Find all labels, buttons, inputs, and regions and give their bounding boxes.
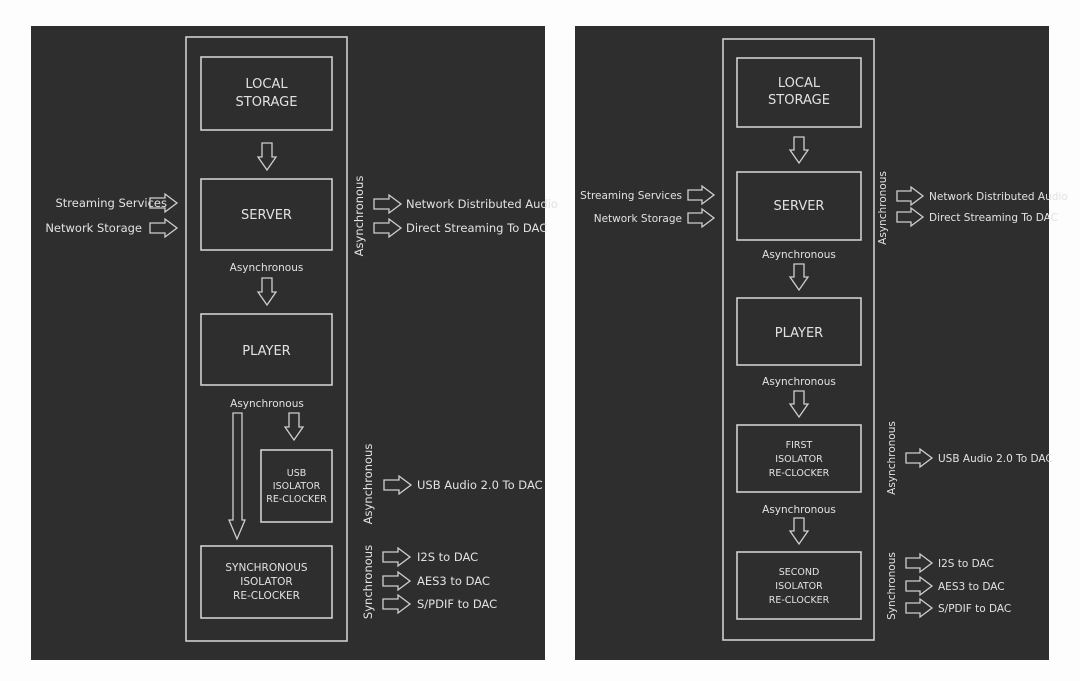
server-block [736, 171, 862, 241]
flow-label-player-first: Asynchronous [762, 376, 836, 388]
flow-label-server-player: Asynchronous [230, 262, 304, 274]
left-diagram-panel: LOCAL STORAGE SERVER Streaming Services … [31, 26, 558, 660]
local-storage-label-1: LOCAL [778, 76, 821, 91]
left-diagram: LOCAL STORAGE SERVER Streaming Services … [45, 36, 558, 642]
down-arrow-icon [256, 277, 278, 307]
input-network-storage: Network Storage [594, 213, 682, 225]
local-storage-block [736, 57, 862, 128]
system-container [185, 36, 348, 642]
player-label: PLAYER [775, 326, 823, 341]
sync-isolator-label-3: RE-CLOCKER [233, 590, 300, 602]
down-arrow-icon [256, 142, 278, 172]
right-arrow-icon [905, 552, 934, 574]
sync-isolator-label-2: ISOLATOR [240, 576, 292, 588]
right-arrow-icon [373, 217, 403, 239]
first-isolator-label-1: FIRST [786, 440, 813, 451]
down-arrow-icon [788, 517, 810, 546]
output-i2s: I2S to DAC [417, 550, 478, 564]
first-isolator-label-3: RE-CLOCKER [769, 468, 830, 479]
right-arrow-icon [905, 447, 934, 469]
player-block [200, 313, 333, 386]
down-arrow-icon [788, 263, 810, 292]
right-arrow-icon [373, 193, 403, 215]
second-isolator-label-1: SECOND [779, 567, 820, 578]
right-arrow-icon [896, 185, 925, 207]
flow-label-first-second: Asynchronous [762, 504, 836, 516]
server-label: SERVER [241, 208, 292, 223]
side-label-server: Asynchronous [352, 176, 366, 257]
side-label-second: Synchronous [886, 552, 898, 620]
local-storage-block [200, 56, 333, 131]
right-arrow-icon [687, 207, 716, 229]
input-streaming-services: Streaming Services [580, 190, 682, 202]
right-arrow-icon [896, 206, 925, 228]
output-aes3: AES3 to DAC [938, 581, 1005, 593]
output-spdif: S/PDIF to DAC [938, 603, 1011, 615]
right-arrow-icon [149, 192, 179, 214]
second-isolator-block [736, 551, 862, 620]
output-usb-audio: USB Audio 2.0 To DAC [417, 478, 543, 492]
input-network-storage: Network Storage [45, 221, 142, 235]
second-isolator-label-2: ISOLATOR [775, 581, 823, 592]
first-isolator-block [736, 424, 862, 493]
flow-label-player-out: Asynchronous [230, 398, 304, 410]
output-direct-streaming: Direct Streaming To DAC [929, 212, 1058, 224]
down-arrow-icon [788, 136, 810, 165]
local-storage-label-1: LOCAL [245, 77, 288, 92]
right-arrow-icon [149, 217, 179, 239]
right-diagram: LOCAL STORAGE SERVER Streaming Services … [580, 38, 1068, 641]
right-arrow-icon [382, 570, 412, 592]
down-arrow-icon [283, 412, 305, 442]
server-label: SERVER [774, 199, 825, 214]
sync-isolator-label-1: SYNCHRONOUS [225, 562, 308, 574]
player-label: PLAYER [242, 344, 290, 359]
right-arrow-icon [382, 546, 412, 568]
usb-isolator-label-2: ISOLATOR [273, 481, 321, 492]
side-label-first: Asynchronous [886, 421, 898, 495]
input-streaming-services: Streaming Services [55, 196, 167, 210]
output-network-distributed-audio: Network Distributed Audio [406, 197, 558, 211]
usb-isolator-label-1: USB [287, 468, 307, 479]
output-aes3: AES3 to DAC [417, 574, 490, 588]
down-arrow-icon [788, 390, 810, 419]
right-arrow-icon [382, 593, 412, 615]
right-diagram-panel: LOCAL STORAGE SERVER Streaming Services … [575, 26, 1068, 660]
usb-isolator-block [260, 449, 333, 523]
right-arrow-icon [687, 184, 716, 206]
right-arrow-icon [905, 575, 934, 597]
long-down-arrow-icon [228, 412, 246, 541]
right-arrow-icon [905, 597, 934, 619]
output-spdif: S/PDIF to DAC [417, 597, 497, 611]
flow-label-server-player: Asynchronous [762, 249, 836, 261]
output-network-distributed-audio: Network Distributed Audio [929, 191, 1068, 203]
output-direct-streaming: Direct Streaming To DAC [406, 221, 547, 235]
system-container [722, 38, 875, 641]
right-arrow-icon [383, 474, 413, 496]
local-storage-label-2: STORAGE [768, 93, 830, 108]
usb-isolator-label-3: RE-CLOCKER [266, 494, 327, 505]
sync-isolator-block [200, 545, 333, 619]
output-i2s: I2S to DAC [938, 558, 994, 570]
side-label-sync: Synchronous [361, 545, 375, 619]
server-block [200, 178, 333, 251]
local-storage-label-2: STORAGE [236, 95, 298, 110]
output-usb-audio: USB Audio 2.0 To DAC [938, 453, 1053, 465]
player-block [736, 297, 862, 366]
first-isolator-label-2: ISOLATOR [775, 454, 823, 465]
second-isolator-label-3: RE-CLOCKER [769, 595, 830, 606]
side-label-usb: Asynchronous [361, 444, 375, 525]
side-label-server: Asynchronous [877, 171, 889, 245]
